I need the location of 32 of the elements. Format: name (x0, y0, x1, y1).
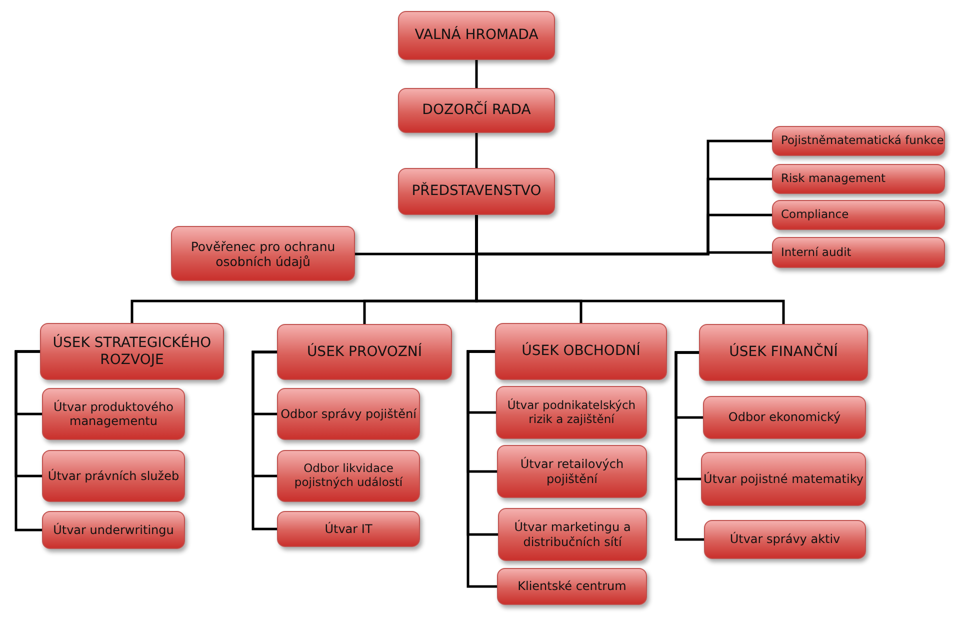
connector-line (475, 133, 478, 168)
connector-line (14, 350, 42, 532)
connector-line (466, 350, 497, 588)
connector-line (475, 60, 478, 88)
org-unit-box: Útvar marketingu a distribučních sítí (498, 508, 647, 561)
org-unit-box: Útvar správy aktiv (704, 520, 866, 559)
org-unit-box: PŘEDSTAVENSTVO (398, 168, 555, 215)
connector-line (252, 350, 277, 530)
org-unit-box: Odbor likvidace pojistných událostí (277, 450, 420, 502)
org-unit-box: Útvar právních služeb (42, 450, 185, 502)
org-unit-box: Útvar IT (277, 511, 420, 547)
org-unit-box: Interní audit (772, 237, 945, 268)
org-unit-box: Odbor ekonomický (703, 396, 866, 439)
org-unit-box: VALNÁ HROMADA (398, 11, 555, 60)
org-unit-box: Klientské centrum (497, 568, 647, 605)
org-unit-box: Pojistněmatematická funkce (772, 126, 945, 156)
org-unit-box: Odbor správy pojištění (277, 388, 420, 440)
org-unit-box: Compliance (772, 200, 945, 230)
org-unit-box: ÚSEK PROVOZNÍ (277, 324, 452, 380)
connector-line (475, 215, 785, 324)
connector-line (674, 351, 704, 541)
org-unit-box: ÚSEK FINANČNÍ (699, 324, 868, 381)
org-unit-box: ÚSEK OBCHODNÍ (495, 323, 667, 380)
org-unit-box: Útvar underwritingu (42, 511, 185, 549)
org-unit-box: Útvar podnikatelských rizik a zajištění (496, 386, 647, 439)
org-unit-box: Útvar retailových pojištění (497, 445, 647, 498)
org-unit-box: Risk management (772, 164, 945, 194)
org-unit-box: Pověřenec pro ochranu osobních údajů (171, 226, 355, 281)
org-unit-box: Útvar pojistné matematiky (701, 452, 866, 506)
org-unit-box: ÚSEK STRATEGICKÉHO ROZVOJE (40, 323, 224, 380)
org-unit-box: DOZORČÍ RADA (398, 88, 555, 133)
org-unit-box: Útvar produktového managementu (42, 388, 185, 440)
